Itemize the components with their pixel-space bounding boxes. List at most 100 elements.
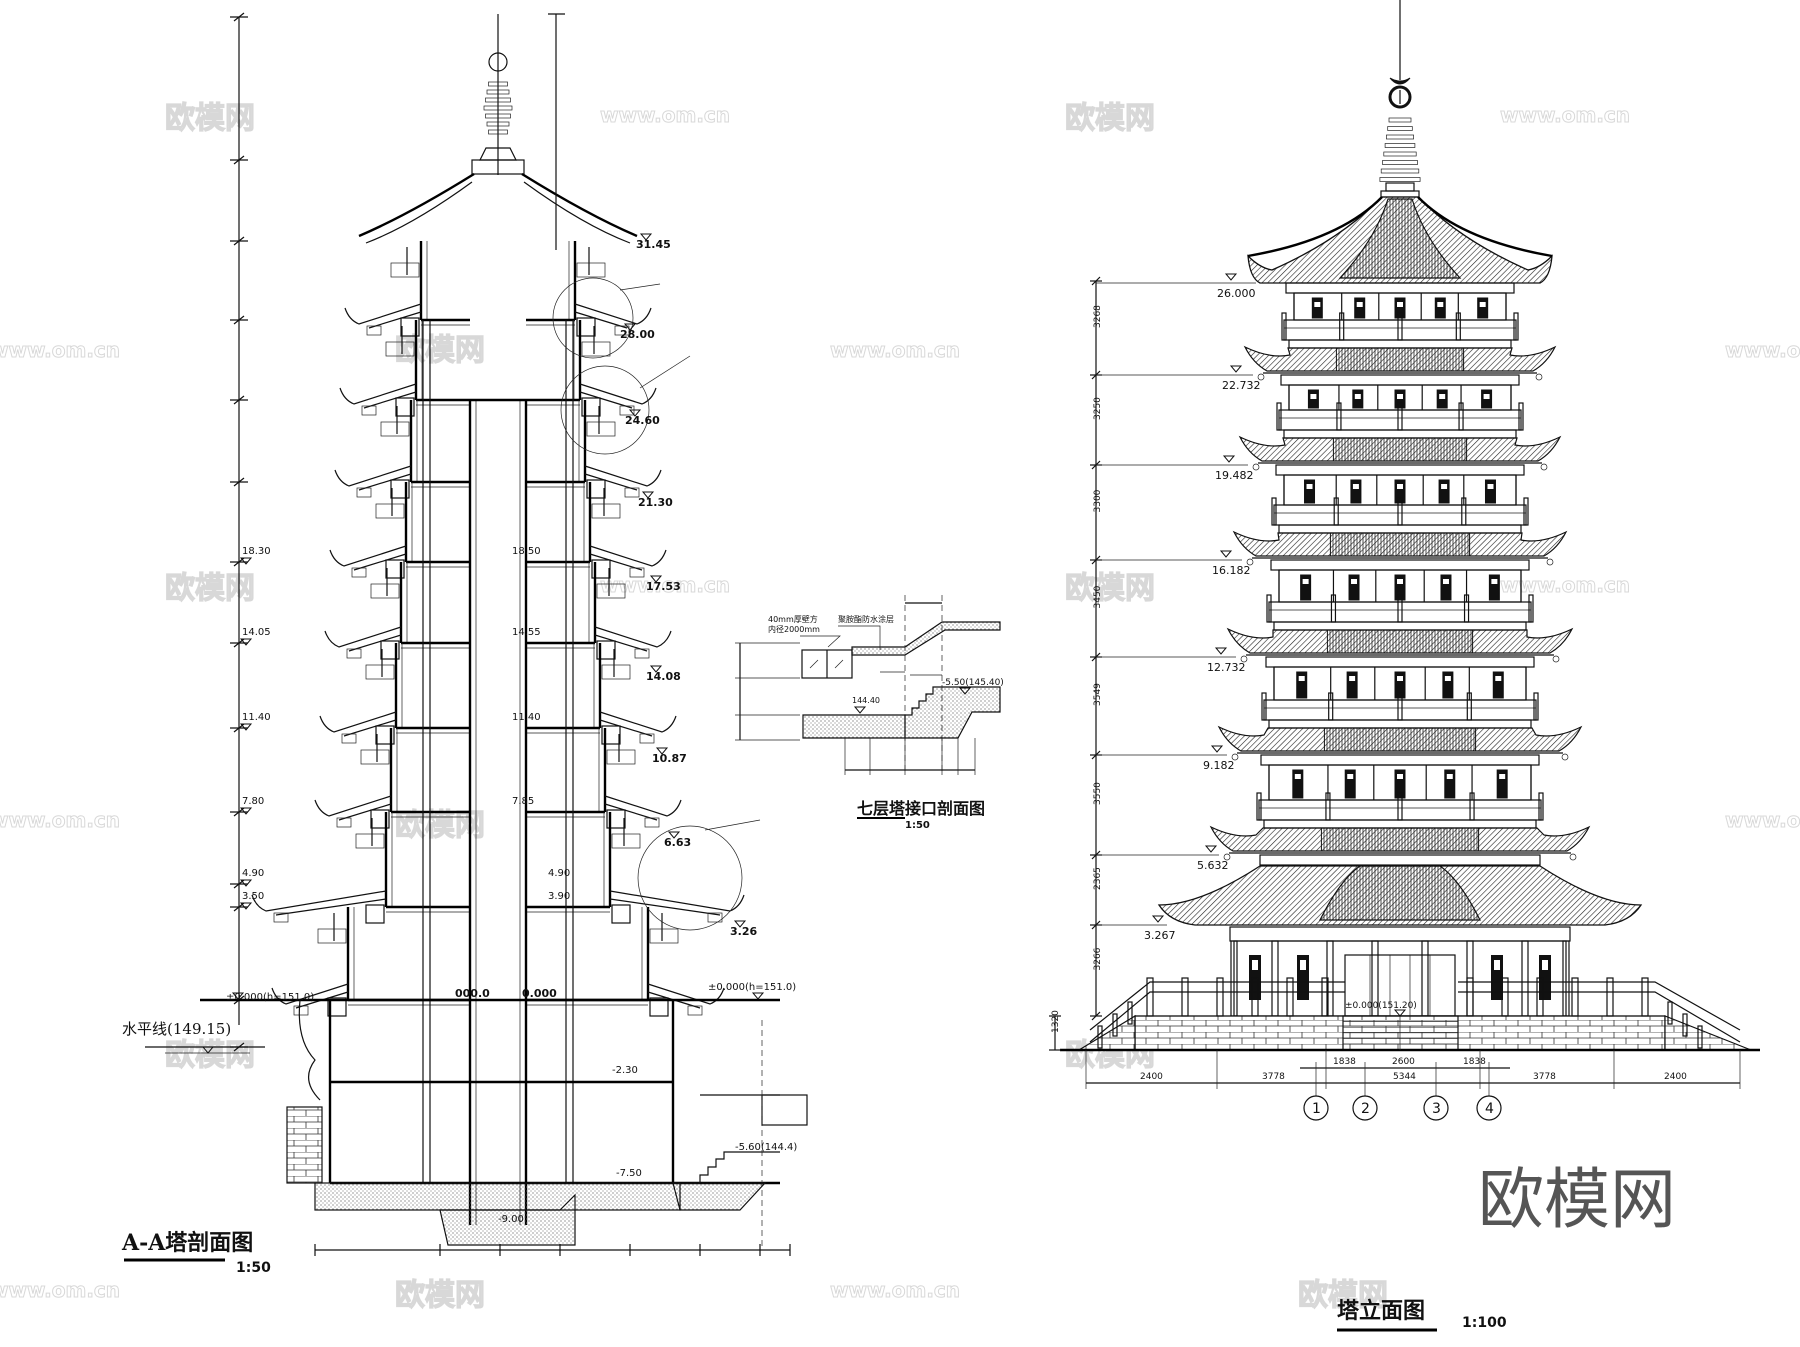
ground-column (1421, 940, 1429, 1017)
window-pane (1479, 302, 1486, 307)
balustrade-post (1216, 977, 1224, 1017)
window-pane (1310, 394, 1317, 399)
window-pane (1306, 484, 1313, 489)
eave-bell-icon (1569, 853, 1577, 861)
eave-beam (624, 487, 640, 498)
window (1442, 671, 1454, 699)
eave-right (594, 626, 672, 648)
brand-watermark: 欧模网 (395, 333, 485, 368)
axis-label: 1 (1312, 1101, 1321, 1117)
bracket-cluster (586, 479, 606, 499)
eave-left-underside (368, 311, 422, 329)
url-watermark: www.om.cn (600, 573, 730, 597)
eave-beam (336, 817, 352, 828)
level-marker-icon (1219, 550, 1233, 558)
level-label: 3.267 (1144, 929, 1176, 942)
storey-dimension-label: 3550 (1093, 782, 1103, 805)
eave-bell-icon (1252, 463, 1260, 471)
url-watermark: www.om.cn (1725, 808, 1800, 832)
bracket-cluster (327, 997, 347, 1017)
dimension-tick-slash (233, 395, 245, 405)
eave-right-underside (594, 634, 648, 652)
level-marker-icon (1224, 273, 1238, 281)
bracket-cluster (390, 479, 410, 499)
brand-watermark: 欧模网 (1065, 101, 1155, 136)
eave-right (599, 711, 677, 733)
right-elevation-label: 24.60 (625, 414, 660, 427)
top-roof-ridge-face (1338, 198, 1462, 279)
eave-beam (341, 733, 357, 744)
roof-front-face (1329, 532, 1471, 557)
eave-bell-icon (1552, 655, 1560, 663)
balcony-post (1281, 312, 1287, 341)
spire-ring (486, 121, 510, 127)
balcony-rail (385, 341, 415, 357)
window (1346, 671, 1358, 699)
eave-beam (707, 912, 723, 923)
axis-bubble (1352, 1095, 1378, 1121)
balcony-post (1261, 692, 1267, 721)
ramp-post (1682, 1013, 1688, 1037)
bracket-cluster (611, 904, 631, 924)
dimension-tick-slash (1091, 1011, 1101, 1021)
window (1296, 671, 1308, 699)
balcony-post (1271, 497, 1277, 526)
right-elevation-label: 10.87 (652, 752, 687, 765)
ramp-post (1127, 1001, 1133, 1025)
window-pane (1314, 302, 1321, 307)
balcony-post (1266, 594, 1272, 623)
door-panel (1300, 960, 1306, 970)
bracket-cluster (370, 809, 390, 829)
bracket-band (1265, 656, 1535, 668)
balcony-rail (576, 262, 606, 278)
basement-elevation-label: -5.60(144.4) (735, 1142, 797, 1153)
window-pane (1349, 676, 1356, 681)
bottom-dimension-label: 2400 (1664, 1072, 1687, 1082)
leader-line (800, 635, 841, 648)
window-pane (1356, 302, 1363, 307)
section-labels: ±0.000(h=151.0) ±0.000(h=151.0) 000.0 0.… (121, 982, 796, 1276)
eave-right (574, 303, 652, 325)
bracket-band (1268, 719, 1532, 729)
bracket-band (1270, 559, 1530, 571)
eave-bell-icon (1540, 463, 1548, 471)
bracket-band (1273, 621, 1527, 631)
storey-dimension-label: 2365 (1093, 867, 1103, 890)
base-elevation-marker-icon (1393, 1009, 1407, 1017)
window-pane (1495, 676, 1502, 681)
spire-ring (483, 105, 513, 111)
balcony-post (1538, 792, 1544, 821)
spire-orb (488, 52, 508, 72)
balcony-rail (586, 421, 616, 437)
elevation-marker-icon (641, 491, 655, 499)
elevation-marker-icon (239, 723, 253, 731)
balcony-railing (1283, 319, 1517, 341)
storey-dimension-label: 3450 (1093, 585, 1103, 608)
window-pane (1298, 676, 1305, 681)
window (1300, 574, 1312, 601)
ramp-post (1697, 1025, 1703, 1049)
detail-callout-circle (560, 365, 650, 455)
eave-right (579, 383, 657, 405)
window (1492, 671, 1504, 699)
brand-watermark: 欧模网 (165, 1038, 255, 1073)
base-elevation-label: ±0.000(151.20) (1345, 1001, 1417, 1011)
bracket-band (1229, 926, 1571, 942)
storey-dimension-label: 3549 (1093, 683, 1103, 706)
bracket-cluster (380, 640, 400, 660)
roof-front-face (1320, 827, 1480, 852)
elevation-marker-icon (239, 879, 253, 887)
platform-dimension-label: 1320 (1051, 1010, 1061, 1033)
dimension-tick-slash (233, 477, 245, 487)
eave-bell-icon (1561, 753, 1569, 761)
eave-right-underside (584, 473, 638, 491)
stair-block (904, 686, 1001, 739)
section-title: A-A塔剖面图 (121, 1230, 253, 1256)
bracket-band (1259, 854, 1541, 866)
glass-mark (809, 659, 819, 669)
balcony-rail (601, 664, 631, 680)
spire-ring (1384, 143, 1416, 148)
bracket-cluster (591, 559, 611, 579)
spire-ring (1386, 134, 1414, 140)
